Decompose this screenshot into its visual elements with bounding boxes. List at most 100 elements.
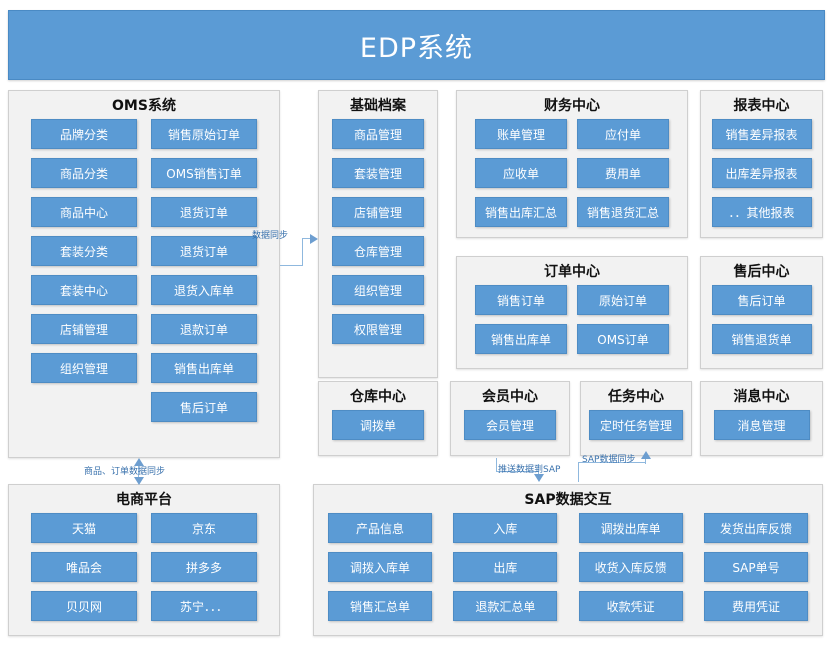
node-task-0[interactable]: 定时任务管理 xyxy=(589,410,683,440)
section-title-sap: SAP数据交互 xyxy=(524,492,612,508)
connector-line xyxy=(496,471,539,472)
node-oms-4[interactable]: 商品中心 xyxy=(31,197,137,227)
node-order-3[interactable]: OMS订单 xyxy=(577,324,669,354)
node-order-0[interactable]: 销售订单 xyxy=(475,285,567,315)
node-oms-3[interactable]: OMS销售订单 xyxy=(151,158,257,188)
node-sap-11[interactable]: 费用凭证 xyxy=(703,591,808,621)
node-member-0[interactable]: 会员管理 xyxy=(464,410,556,440)
arrow-up-icon xyxy=(641,451,651,459)
section-title-report: 报表中心 xyxy=(733,98,790,114)
arrow-down-icon xyxy=(134,477,144,485)
section-card-message: 消息中心 消息管理 xyxy=(700,381,823,456)
section-items-message: 消息管理 xyxy=(701,410,822,449)
node-report-1[interactable]: 出库差异报表 xyxy=(711,158,812,188)
node-sap-5[interactable]: 出库 xyxy=(453,552,558,582)
node-sap-4[interactable]: 调拨入库单 xyxy=(328,552,432,582)
node-sap-2[interactable]: 调拨出库单 xyxy=(578,513,683,543)
node-oms-5[interactable]: 退货订单 xyxy=(151,197,257,227)
node-ecommerce-3[interactable]: 拼多多 xyxy=(151,552,257,582)
node-after-1[interactable]: 销售退货单 xyxy=(711,324,812,354)
node-sap-1[interactable]: 入库 xyxy=(453,513,558,543)
connector-line xyxy=(280,265,303,266)
connector-line xyxy=(138,460,139,482)
section-card-basic: 基础档案 商品管理 套装管理 店铺管理 仓库管理 组织管理 权限管理 xyxy=(318,90,438,378)
section-card-ecommerce: 电商平台 天猫 京东 唯品会 拼多多 贝贝网 苏宁．．． xyxy=(8,484,280,636)
connector-line xyxy=(578,462,646,463)
section-card-member: 会员中心 会员管理 xyxy=(450,381,570,456)
section-title-message: 消息中心 xyxy=(733,389,790,405)
node-basic-3[interactable]: 仓库管理 xyxy=(332,236,424,266)
connector-line xyxy=(496,458,497,472)
section-title-warehouse: 仓库中心 xyxy=(350,389,406,405)
node-sap-9[interactable]: 退款汇总单 xyxy=(453,591,558,621)
node-sap-3[interactable]: 发货出库反馈 xyxy=(703,513,808,543)
node-finance-3[interactable]: 费用单 xyxy=(577,158,669,188)
connector-line xyxy=(578,462,579,482)
section-items-task: 定时任务管理 xyxy=(581,410,691,449)
page-title: EDP系统 xyxy=(359,32,474,64)
section-items-member: 会员管理 xyxy=(451,410,569,449)
section-title-finance: 财务中心 xyxy=(544,98,600,114)
node-oms-2[interactable]: 商品分类 xyxy=(31,158,137,188)
node-warehouse-0[interactable]: 调拨单 xyxy=(332,410,424,440)
node-oms-6[interactable]: 套装分类 xyxy=(31,236,137,266)
node-finance-1[interactable]: 应付单 xyxy=(577,119,669,149)
section-card-after-sales: 售后中心 售后订单 销售退货单 xyxy=(700,256,823,369)
section-title-after-sales: 售后中心 xyxy=(733,264,790,280)
node-oms-1[interactable]: 销售原始订单 xyxy=(151,119,257,149)
node-report-0[interactable]: 销售差异报表 xyxy=(711,119,812,149)
section-title-order: 订单中心 xyxy=(544,264,600,280)
node-ecommerce-0[interactable]: 天猫 xyxy=(31,513,137,543)
page-title-banner: EDP系统 xyxy=(8,10,825,80)
node-ecommerce-5[interactable]: 苏宁．．． xyxy=(151,591,257,621)
node-basic-0[interactable]: 商品管理 xyxy=(332,119,424,149)
node-oms-11[interactable]: 退款订单 xyxy=(151,314,257,344)
section-items-oms: 品牌分类 销售原始订单 商品分类 OMS销售订单 商品中心 退货订单 套装分类 … xyxy=(9,119,279,451)
arrow-up-icon xyxy=(134,458,144,466)
section-items-warehouse: 调拨单 xyxy=(319,410,437,449)
node-report-2[interactable]: ．．其他报表 xyxy=(711,197,812,227)
section-card-sap: SAP数据交互 产品信息 入库 调拨出库单 发货出库反馈 调拨入库单 出库 收货… xyxy=(313,484,823,636)
node-oms-9[interactable]: 退货入库单 xyxy=(151,275,257,305)
node-after-0[interactable]: 售后订单 xyxy=(711,285,812,315)
node-sap-8[interactable]: 销售汇总单 xyxy=(328,591,432,621)
connector-label-push-to-sap: 推送数据到SAP xyxy=(498,465,561,475)
node-basic-1[interactable]: 套装管理 xyxy=(332,158,424,188)
node-oms-12[interactable]: 组织管理 xyxy=(31,353,137,383)
connector-line xyxy=(302,238,303,266)
node-message-0[interactable]: 消息管理 xyxy=(713,410,810,440)
node-sap-6[interactable]: 收货入库反馈 xyxy=(578,552,683,582)
node-sap-7[interactable]: SAP单号 xyxy=(703,552,808,582)
node-ecommerce-1[interactable]: 京东 xyxy=(151,513,257,543)
connector-line xyxy=(302,238,314,239)
node-oms-0[interactable]: 品牌分类 xyxy=(31,119,137,149)
node-order-2[interactable]: 销售出库单 xyxy=(475,324,567,354)
connector-label-oms-to-basic: 数据同步 xyxy=(252,231,289,241)
node-oms-7[interactable]: 退货订单 xyxy=(151,236,257,266)
node-sap-0[interactable]: 产品信息 xyxy=(328,513,432,543)
section-title-member: 会员中心 xyxy=(482,389,538,405)
section-items-after-sales: 售后订单 销售退货单 xyxy=(701,285,822,362)
node-order-1[interactable]: 原始订单 xyxy=(577,285,669,315)
node-oms-15[interactable]: 售后订单 xyxy=(151,392,257,422)
section-card-oms: OMS系统 品牌分类 销售原始订单 商品分类 OMS销售订单 商品中心 退货订单… xyxy=(8,90,280,458)
node-oms-8[interactable]: 套装中心 xyxy=(31,275,137,305)
section-card-finance: 财务中心 账单管理 应付单 应收单 费用单 销售出库汇总 销售退货汇总 xyxy=(456,90,688,238)
node-finance-4[interactable]: 销售出库汇总 xyxy=(475,197,567,227)
section-title-basic: 基础档案 xyxy=(350,98,406,114)
node-basic-4[interactable]: 组织管理 xyxy=(332,275,424,305)
node-finance-2[interactable]: 应收单 xyxy=(475,158,567,188)
arrow-down-icon xyxy=(534,474,544,482)
section-card-warehouse: 仓库中心 调拨单 xyxy=(318,381,438,456)
node-basic-2[interactable]: 店铺管理 xyxy=(332,197,424,227)
node-oms-10[interactable]: 店铺管理 xyxy=(31,314,137,344)
node-ecommerce-2[interactable]: 唯品会 xyxy=(31,552,137,582)
node-basic-5[interactable]: 权限管理 xyxy=(332,314,424,344)
node-sap-10[interactable]: 收款凭证 xyxy=(578,591,683,621)
node-ecommerce-4[interactable]: 贝贝网 xyxy=(31,591,137,621)
node-oms-13[interactable]: 销售出库单 xyxy=(151,353,257,383)
section-items-report: 销售差异报表 出库差异报表 ．．其他报表 xyxy=(701,119,822,231)
node-finance-5[interactable]: 销售退货汇总 xyxy=(577,197,669,227)
node-finance-0[interactable]: 账单管理 xyxy=(475,119,567,149)
